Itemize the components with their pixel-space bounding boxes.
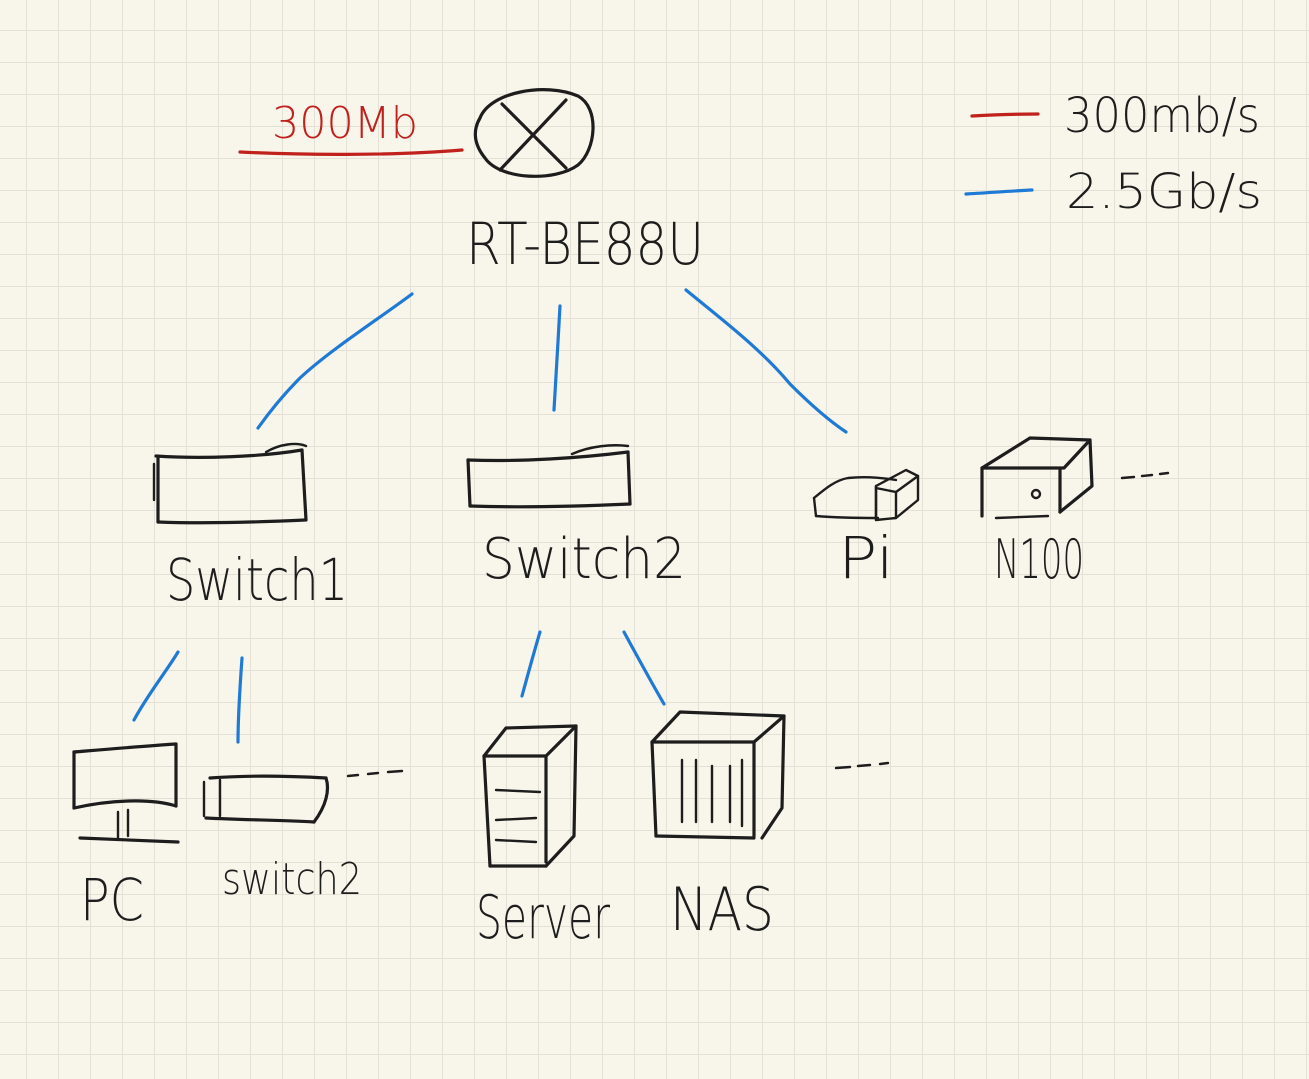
switch2-sub-label: switch2 (222, 854, 362, 905)
legend-item-lan: 2.5Gb/s (964, 164, 1262, 220)
nas-more-connector (834, 761, 890, 770)
nas-node: NAS (650, 710, 890, 945)
nas-icon (650, 710, 786, 840)
legend-item-wan: 300mb/s (970, 88, 1260, 144)
switch2-sub-node: switch2 (202, 769, 404, 905)
server-label: Server (476, 883, 610, 953)
switch1-node: Switch1 (152, 442, 348, 614)
pc-node: PC (72, 742, 180, 934)
link-switch2-nas (622, 630, 666, 706)
link-switch2-server (520, 630, 542, 698)
legend: 300mb/s 2.5Gb/s (964, 88, 1262, 220)
server-tower-icon (482, 724, 578, 868)
legend-swatch-wan (970, 112, 1040, 118)
legend-label-wan: 300mb/s (1064, 88, 1260, 144)
link-switch1-switch2-sub (236, 656, 244, 744)
switch2-node: Switch2 (466, 444, 686, 592)
n100-more-connector (1120, 471, 1170, 480)
wan-uplink: 300Mb (238, 98, 464, 156)
n100-label: N100 (994, 528, 1084, 591)
wan-link-line (238, 148, 464, 156)
link-router-pi (684, 288, 848, 434)
switch2-sub-icon (202, 774, 330, 824)
link-switch1-pc (132, 650, 180, 722)
switch2-sub-more-connector (346, 769, 404, 778)
pi-node: Pi (812, 468, 920, 592)
pc-label: PC (80, 866, 144, 934)
link-router-switch1 (256, 292, 414, 430)
nas-label: NAS (670, 875, 774, 945)
legend-swatch-lan (964, 188, 1034, 196)
switch1-label: Switch1 (166, 546, 348, 614)
mini-pc-icon (980, 436, 1094, 520)
router-icon (473, 88, 595, 178)
monitor-icon (72, 742, 180, 844)
raspberry-pi-icon (812, 468, 920, 522)
router-label: RT-BE88U (466, 210, 704, 278)
pi-label: Pi (838, 524, 894, 592)
n100-node: N100 (980, 436, 1170, 591)
server-node: Server (476, 724, 610, 953)
router-node: RT-BE88U (466, 88, 704, 278)
wan-speed-label: 300Mb (272, 98, 418, 149)
switch2-icon (466, 444, 632, 509)
switch1-icon (152, 442, 308, 525)
legend-label-lan: 2.5Gb/s (1066, 164, 1262, 220)
link-router-switch2 (552, 304, 562, 412)
switch2-label: Switch2 (482, 527, 686, 592)
